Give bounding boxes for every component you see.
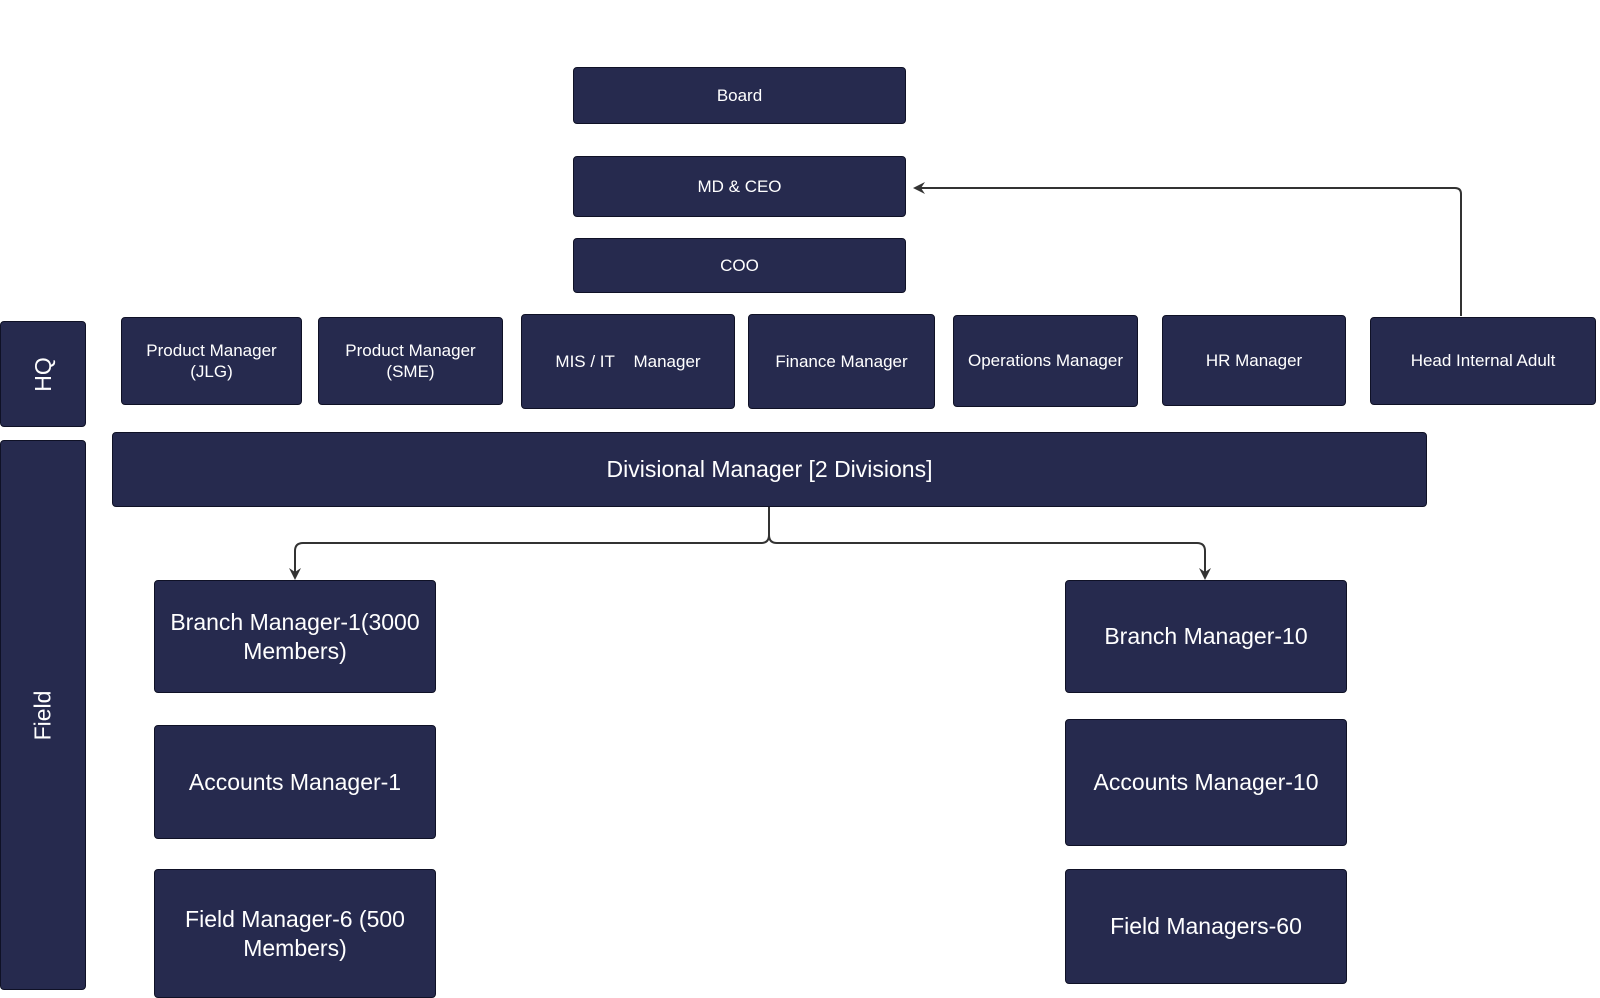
branch-manager-1-box: Branch Manager-1(3000 Members) [154,580,436,693]
finance-manager-box: Finance Manager [748,314,935,409]
field-lane-label: Field [29,690,56,740]
hq-lane: HQ [0,321,86,427]
field-managers-60-box: Field Managers-60 [1065,869,1347,984]
operations-manager-box: Operations Manager [953,315,1138,407]
branch-manager-10-box: Branch Manager-10 [1065,580,1347,693]
hr-manager-box: HR Manager [1162,315,1346,406]
internal-audit-to-ceo-connector [913,182,1462,316]
field-manager-6-box: Field Manager-6 (500 Members) [154,869,436,998]
divisional-to-right-branch-connector [768,534,1211,580]
divisional-to-left-branch-connector [289,506,770,580]
mis-it-manager-box: MIS / IT Manager [521,314,735,409]
field-lane: Field [0,440,86,990]
accounts-manager-1-box: Accounts Manager-1 [154,725,436,839]
head-internal-audit-box: Head Internal Adult [1370,317,1596,405]
product-manager-sme-box: Product Manager (SME) [318,317,503,405]
board-box: Board [573,67,906,124]
coo-box: COO [573,238,906,293]
accounts-manager-10-box: Accounts Manager-10 [1065,719,1347,846]
hq-lane-label: HQ [29,356,56,392]
product-manager-jlg-box: Product Manager (JLG) [121,317,302,405]
divisional-manager-box: Divisional Manager [2 Divisions] [112,432,1427,507]
md-ceo-box: MD & CEO [573,156,906,217]
